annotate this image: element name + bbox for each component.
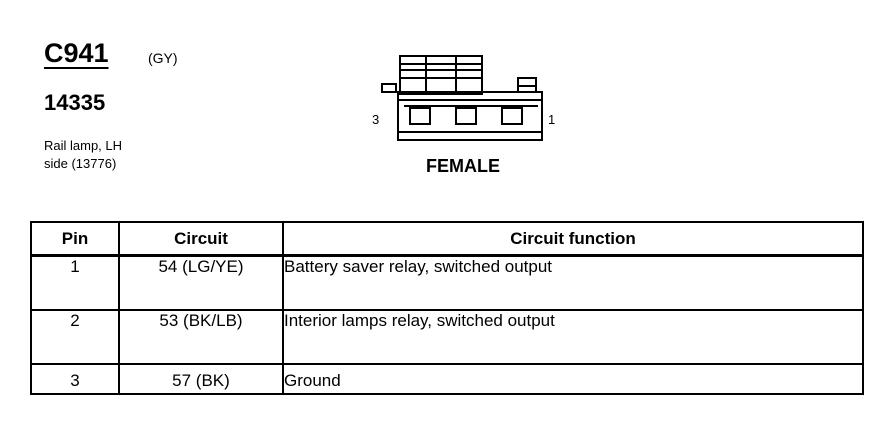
connector-tab	[381, 83, 397, 93]
cell-pin: 2	[30, 309, 120, 365]
cell-function: Battery saver relay, switched output	[282, 254, 864, 311]
connector-body	[397, 91, 543, 141]
header-function: Circuit function	[282, 221, 864, 257]
part-number: 14335	[44, 90, 106, 115]
table-row: 2 53 (BK/LB) Interior lamps relay, switc…	[30, 309, 864, 365]
color-code: (GY)	[148, 50, 178, 66]
connector-gender-label: FEMALE	[426, 156, 500, 176]
cell-function: Interior lamps relay, switched output	[282, 309, 864, 365]
cell-pin: 3	[30, 363, 120, 395]
connector-id: C941	[44, 38, 109, 68]
pin-end-label-right: 1	[548, 112, 556, 127]
cell-pin: 1	[30, 254, 120, 311]
cell-circuit: 53 (BK/LB)	[118, 309, 284, 365]
description-line: side (13776)	[44, 156, 117, 171]
header-pin: Pin	[30, 221, 120, 257]
connector-description: Rail lamp, LH side (13776)	[44, 137, 174, 173]
table-row: 3 57 (BK) Ground	[30, 363, 864, 395]
cell-circuit: 57 (BK)	[118, 363, 284, 395]
header-circuit: Circuit	[118, 221, 284, 257]
pin-table: Pin Circuit Circuit function 1 54 (LG/YE…	[30, 221, 864, 395]
pin-end-label-left: 3	[372, 112, 380, 127]
table-header-row: Pin Circuit Circuit function	[30, 221, 864, 257]
cell-circuit: 54 (LG/YE)	[118, 254, 284, 311]
pin-cavity-1	[501, 107, 523, 125]
pin-cavity-2	[455, 107, 477, 125]
connector-latch	[399, 55, 483, 95]
pin-cavity-3	[409, 107, 431, 125]
table-row: 1 54 (LG/YE) Battery saver relay, switch…	[30, 254, 864, 311]
description-line: Rail lamp, LH	[44, 138, 123, 153]
connector-face-diagram	[381, 55, 543, 141]
cell-function: Ground	[282, 363, 864, 395]
